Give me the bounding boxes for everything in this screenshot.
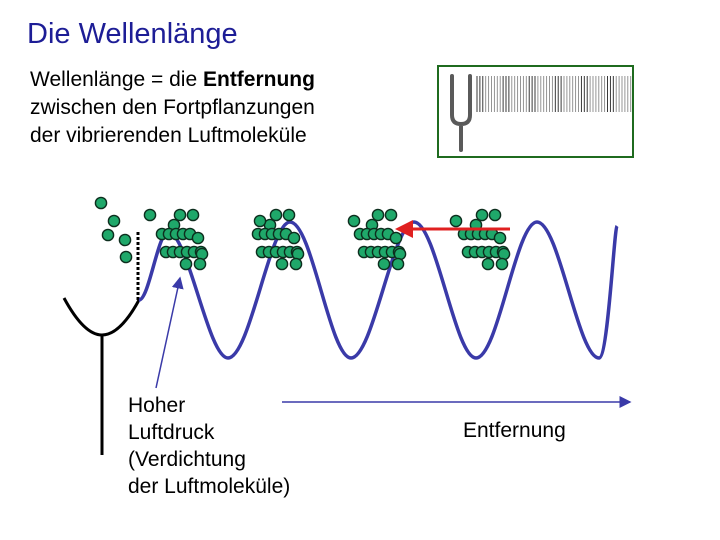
air-molecule-icon [193,257,207,271]
air-molecule-icon [475,208,489,222]
definition-line-3: der vibrierenden Luftmoleküle [30,124,307,147]
page-title: Die Wellenlänge [27,18,238,50]
air-molecule-icon [282,208,296,222]
air-molecule-clusters [94,196,511,271]
air-molecule-icon [119,250,133,264]
air-molecule-icon [101,228,115,242]
definition-line-1: Wellenlänge = die Entfernung [30,68,315,91]
tuning-fork-inset-icon [437,65,634,158]
sound-wave [138,220,619,360]
air-molecule-icon [118,233,132,247]
air-molecule-icon [393,247,407,261]
air-molecule-icon [275,257,289,271]
air-molecule-icon [347,214,361,228]
air-molecule-icon [287,231,301,245]
definition-line-2: zwischen den Fortpflanzungen [30,96,315,119]
air-molecule-icon [291,247,305,261]
definition-keyword: Entfernung [202,68,315,91]
air-molecule-icon [488,208,502,222]
air-molecule-icon [449,214,463,228]
air-molecule-icon [495,257,509,271]
air-molecule-icon [371,208,385,222]
wavelength-definition: Wellenlänge = die Entfernung zwischen de… [30,66,315,150]
air-molecule-icon [253,214,267,228]
tuning-fork-icon [62,232,141,455]
air-molecule-icon [94,196,108,210]
air-molecule-icon [481,257,495,271]
air-molecule-icon [107,214,121,228]
air-molecule-icon [289,257,303,271]
air-molecule-icon [186,208,200,222]
air-molecule-icon [269,208,283,222]
air-molecule-icon [179,257,193,271]
air-molecule-icon [493,231,507,245]
air-molecule-icon [389,231,403,245]
air-molecule-icon [391,257,405,271]
air-molecule-icon [143,208,157,222]
air-molecule-icon [173,208,187,222]
air-molecule-icon [497,247,511,261]
high-pressure-label: Hoher Luftdruck (Verdichtung der Luftmol… [128,394,291,498]
air-molecule-icon [384,208,398,222]
pressure-pointer-arrow [155,276,184,389]
air-molecule-icon [195,247,209,261]
air-molecule-icon [377,257,391,271]
air-molecule-icon [191,231,205,245]
distance-label: Entfernung [463,419,566,442]
